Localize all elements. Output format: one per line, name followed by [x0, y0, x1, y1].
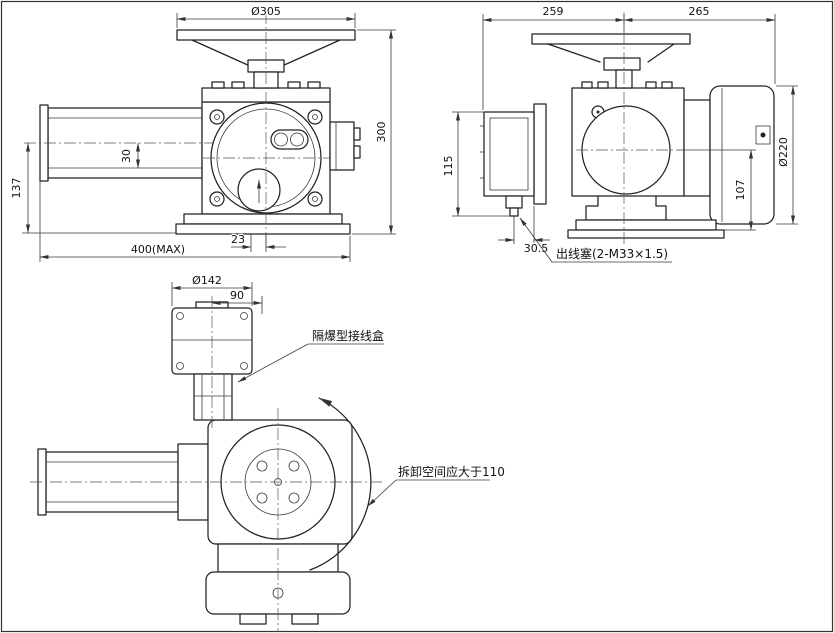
dim-side-115: 115	[441, 111, 510, 217]
side-dim-265: 265	[689, 5, 710, 18]
dim-side-107: 107	[678, 149, 756, 231]
side-dim-dia220: Ø220	[777, 137, 790, 167]
side-view: 259 265 Ø220 115 107 30.5	[441, 4, 798, 263]
front-cover-bolts	[209, 109, 323, 207]
front-dim-137: 137	[10, 178, 23, 199]
front-base-plate	[183, 213, 343, 225]
cable-gland-label: 出线塞(2-M33×1.5)	[556, 246, 668, 261]
front-dim-30: 30	[120, 149, 133, 163]
dim-front-137: 137	[9, 142, 176, 234]
front-view: Ø305 300 137 30 23 400(MAX)	[9, 4, 396, 262]
side-motor-housing	[709, 85, 775, 225]
dim-front-overall-length: 400(MAX)	[39, 181, 351, 262]
front-position-indicator	[237, 168, 281, 212]
dim-top-90: 90	[211, 288, 263, 314]
dim-side-motor-diameter: Ø220	[776, 85, 798, 225]
callout-clearance: 拆卸空间应大于110	[367, 463, 506, 507]
clearance-label: 拆卸空间应大于110	[398, 464, 505, 479]
side-cable-gland	[505, 195, 523, 217]
callout-junction-box: 隔爆型接线盒	[237, 327, 385, 383]
side-dim-259: 259	[543, 5, 564, 18]
side-dim-30-5: 30.5	[524, 242, 549, 255]
front-indicator-window	[270, 129, 309, 150]
dim-front-30: 30	[119, 142, 141, 169]
top-junction-box-neck	[193, 373, 233, 421]
front-dim-23: 23	[231, 233, 245, 246]
side-motor-adapter	[683, 99, 711, 197]
front-dim-300: 300	[375, 122, 388, 143]
side-dim-115: 115	[442, 156, 455, 177]
side-handwheel	[531, 33, 691, 89]
front-dim-400max: 400(MAX)	[131, 243, 185, 256]
front-dim-dia305: Ø305	[251, 5, 281, 18]
top-view: Ø142 90 隔爆型接线盒 拆卸空间应大于110	[30, 273, 506, 632]
front-terminal-box	[329, 121, 355, 171]
side-dim-107: 107	[734, 180, 747, 201]
dim-front-23: 23	[230, 232, 286, 252]
dim-front-height-300: 300	[352, 29, 396, 235]
top-dim-90: 90	[230, 289, 244, 302]
dim-side-259-265: 259 265	[482, 4, 776, 110]
junction-box-label: 隔爆型接线盒	[312, 328, 384, 343]
dim-side-30-5: 30.5	[498, 206, 550, 256]
top-motor-housing	[37, 443, 209, 521]
top-dim-dia142: Ø142	[192, 274, 222, 287]
side-mounting-base	[567, 195, 725, 239]
side-junction-box	[480, 103, 547, 217]
dim-front-handwheel-diameter: Ø305	[176, 4, 356, 28]
handwheel-swing-arc	[309, 397, 372, 571]
callout-cable-gland: 出线塞(2-M33×1.5)	[519, 217, 672, 263]
side-gearbox-body	[571, 81, 685, 197]
